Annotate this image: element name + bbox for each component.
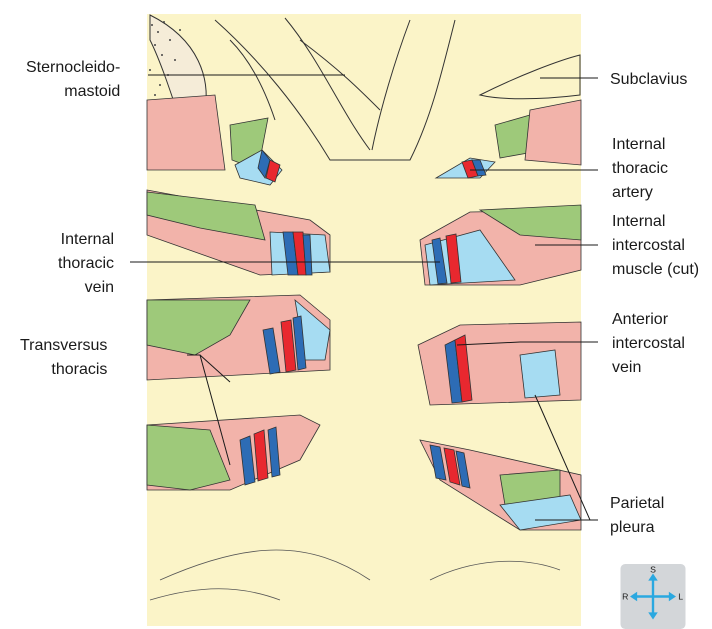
- label-line: artery: [612, 181, 668, 205]
- label-line: thoracis: [20, 358, 107, 382]
- label-line: Sternocleido-: [26, 56, 120, 80]
- label-line: Anterior: [612, 308, 685, 332]
- label-line: thoracic: [612, 157, 668, 181]
- label-internal-intercostal-muscle: Internal intercostal muscle (cut): [612, 210, 699, 282]
- label-line: muscle (cut): [612, 258, 699, 282]
- label-line: Subclavius: [610, 68, 687, 92]
- label-line: mastoid: [26, 80, 120, 104]
- left-intercostal-space-3: [147, 295, 330, 380]
- label-transversus-thoracis: Transversus thoracis: [20, 334, 107, 382]
- label-line: thoracic: [58, 252, 114, 276]
- orientation-compass: S R L: [612, 564, 694, 629]
- label-anterior-intercostal-vein: Anterior intercostal vein: [612, 308, 685, 380]
- label-line: Parietal: [610, 492, 664, 516]
- compass-superior-label: S: [650, 565, 656, 575]
- label-line: Internal: [612, 133, 668, 157]
- label-subclavius: Subclavius: [610, 68, 687, 92]
- right-intercostal-space-3: [418, 322, 581, 405]
- label-sternocleidomastoid: Sternocleido- mastoid: [26, 56, 120, 104]
- label-line: Transversus: [20, 334, 107, 358]
- label-parietal-pleura: Parietal pleura: [610, 492, 664, 540]
- label-line: vein: [612, 356, 685, 380]
- label-internal-thoracic-vein: Internal thoracic vein: [58, 228, 114, 300]
- label-line: intercostal: [612, 332, 685, 356]
- label-line: pleura: [610, 516, 664, 540]
- compass-right-label: R: [622, 592, 628, 602]
- label-line: intercostal: [612, 234, 699, 258]
- label-internal-thoracic-artery: Internal thoracic artery: [612, 133, 668, 205]
- label-line: Internal: [612, 210, 699, 234]
- label-line: vein: [58, 276, 114, 300]
- label-line: Internal: [58, 228, 114, 252]
- compass-left-label: L: [678, 592, 683, 602]
